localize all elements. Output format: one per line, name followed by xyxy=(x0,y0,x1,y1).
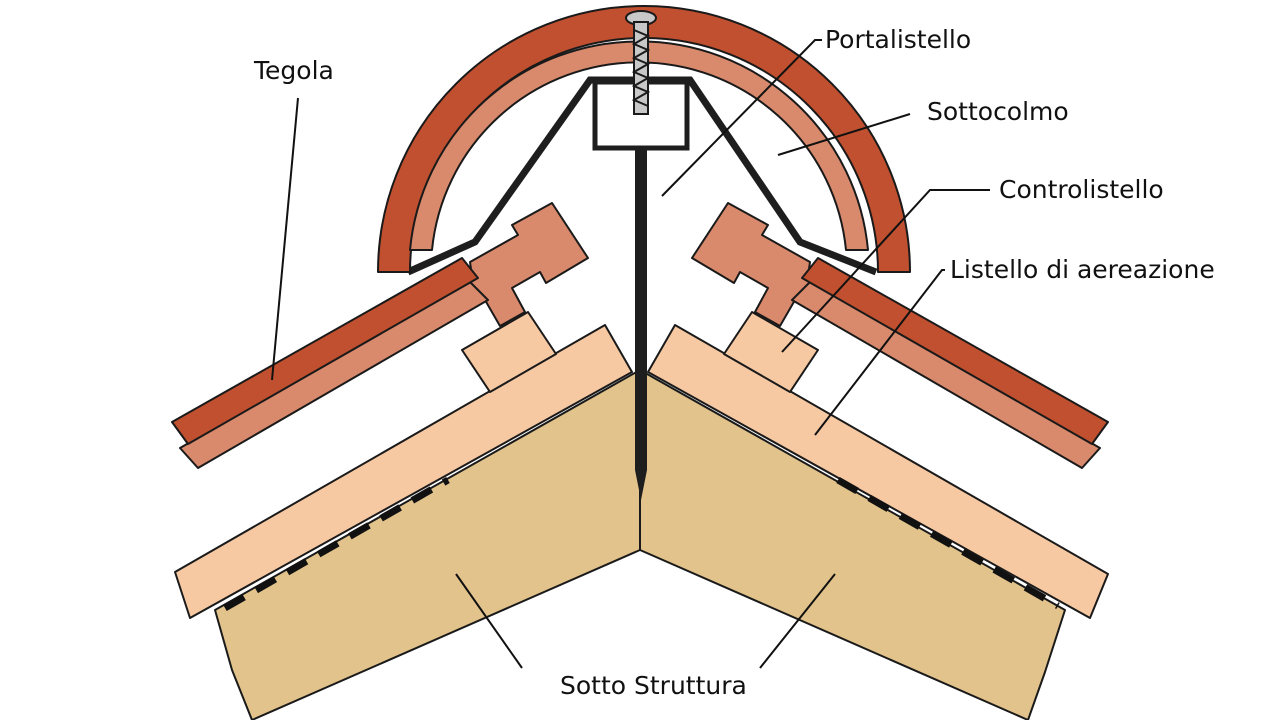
membrane-left xyxy=(223,476,450,612)
label-tegola: Tegola xyxy=(253,56,334,85)
sotto-struttura-right xyxy=(639,369,1066,720)
tegola-left xyxy=(171,257,479,445)
nail-rod xyxy=(635,148,647,500)
leader-listello-aereazione xyxy=(814,269,945,436)
controlistello-left xyxy=(461,311,557,393)
leader-sotto-struttura-right xyxy=(759,573,836,669)
tegola-right xyxy=(801,257,1109,445)
leader-tegola xyxy=(271,97,299,381)
leader-sotto-struttura-left xyxy=(455,573,523,669)
label-portalistello: Portalistello xyxy=(825,25,971,54)
label-sotto-struttura: Sotto Struttura xyxy=(560,671,747,700)
screw-thread xyxy=(631,29,651,107)
listello-aereazione-left xyxy=(174,324,633,619)
membrane-right xyxy=(836,476,1060,610)
sottocolmo-inner xyxy=(409,40,869,251)
label-listello-aereazione: Listello di aereazione xyxy=(950,255,1215,284)
label-sottocolmo: Sottocolmo xyxy=(927,97,1069,126)
listello-aereazione-right xyxy=(647,324,1109,619)
leader-portalistello xyxy=(661,39,822,197)
leader-controlistello xyxy=(781,189,990,353)
leader-sottocolmo xyxy=(777,113,911,156)
label-controlistello: Controlistello xyxy=(999,175,1164,204)
sotto-struttura-left xyxy=(214,369,641,720)
